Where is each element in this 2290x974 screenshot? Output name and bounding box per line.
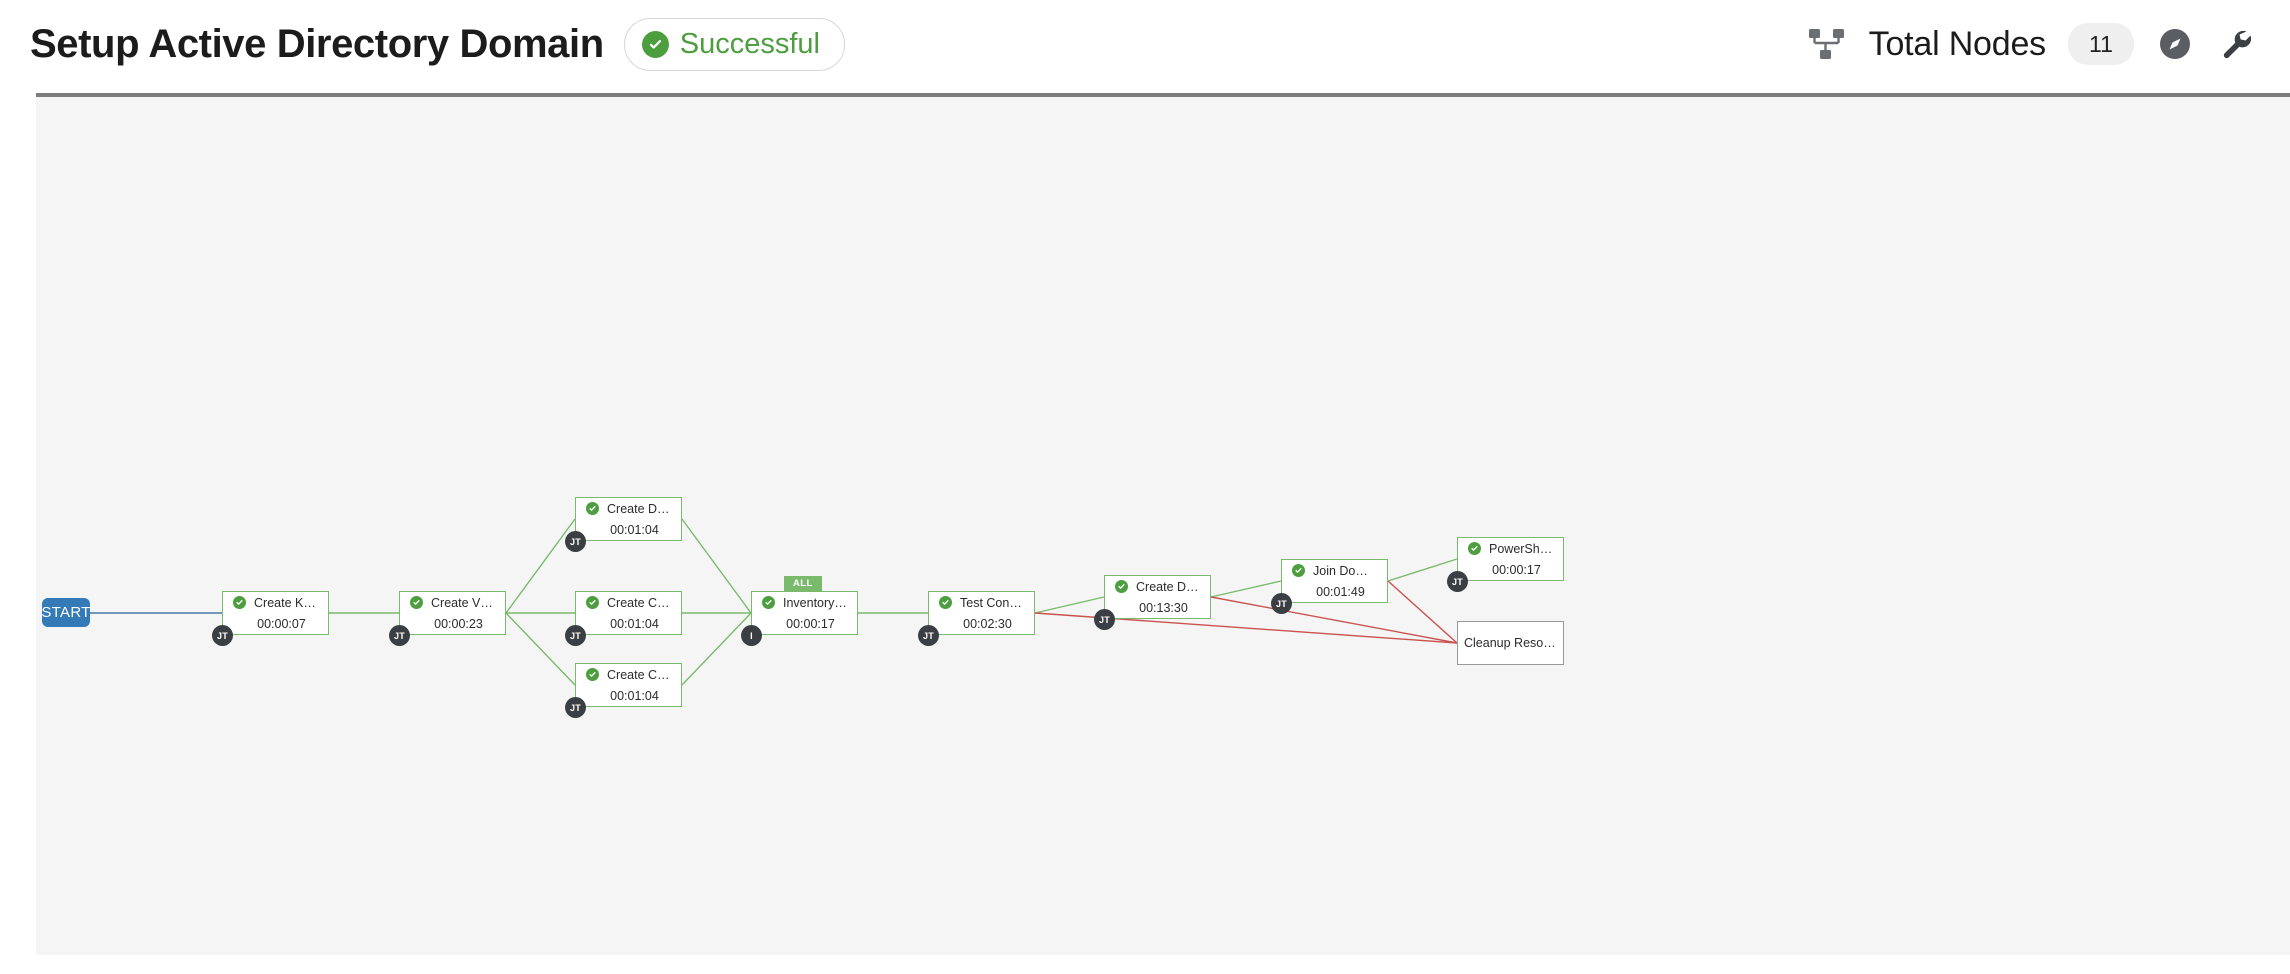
node-type-badge: JT: [565, 625, 586, 646]
node-header: Inventory Sync: [752, 596, 857, 610]
wrench-icon[interactable]: [2216, 24, 2256, 64]
node-create-computer-1[interactable]: Create Computer (1) 00:01:04 JT: [565, 591, 682, 646]
node-title: Create Domain Contr...: [607, 501, 671, 516]
node-type-badge: JT: [212, 625, 233, 646]
check-circle-icon: [586, 596, 599, 609]
node-title: Create Computer (2): [607, 667, 671, 682]
header-controls: Total Nodes 11: [1807, 23, 2256, 65]
node-create-computer-2[interactable]: Create Computer (2) 00:01:04 JT: [565, 663, 682, 718]
status-label: Successful: [679, 27, 820, 60]
node-type-badge: I: [741, 625, 762, 646]
node-elapsed: 00:01:04: [610, 522, 659, 537]
node-type-badge: JT: [1447, 571, 1468, 592]
node-header: Join Domain: [1282, 564, 1387, 578]
node-elapsed: 00:00:07: [257, 616, 306, 631]
check-circle-icon: [762, 596, 775, 609]
node-header: Create VPC: [400, 596, 505, 610]
node-title: Create Keypair: [254, 595, 318, 610]
node-title: Join Domain: [1313, 563, 1377, 578]
node-elapsed: 00:00:23: [434, 616, 483, 631]
page-header: Setup Active Directory Domain Successful…: [0, 0, 2290, 88]
check-circle-icon: [641, 30, 669, 58]
node-type-badge: JT: [565, 697, 586, 718]
total-nodes-label: Total Nodes: [1868, 24, 2047, 63]
start-node[interactable]: START: [41, 598, 91, 627]
node-create-keypair[interactable]: Create Keypair 00:00:07 JT: [212, 591, 329, 646]
node-header: Create Computer (1): [576, 596, 681, 610]
node-elapsed: 00:02:30: [963, 616, 1012, 631]
check-circle-icon: [1292, 564, 1305, 577]
convergence-label: ALL: [784, 576, 822, 592]
node-type-badge: JT: [1271, 593, 1292, 614]
node-elapsed: 00:13:30: [1139, 600, 1188, 615]
check-circle-icon: [410, 596, 423, 609]
total-nodes-count: 11: [2068, 23, 2134, 65]
node-powershell-validation[interactable]: PowerShell Validation 00:00:17 JT: [1447, 537, 1564, 592]
workflow-edges: [90, 518, 1458, 686]
edges-success: [329, 518, 1458, 686]
node-title: Create Domain: [1136, 579, 1200, 594]
node-elapsed: 00:01:49: [1316, 584, 1365, 599]
node-elapsed: 00:00:17: [786, 616, 835, 631]
node-title: Inventory Sync: [783, 595, 847, 610]
node-title: PowerShell Validation: [1489, 541, 1553, 556]
node-title: Cleanup Resources: [1464, 636, 1557, 650]
page-title: Setup Active Directory Domain: [30, 21, 604, 66]
node-create-vpc[interactable]: Create VPC 00:00:23 JT: [389, 591, 506, 646]
check-circle-icon: [1115, 580, 1128, 593]
node-header: Test Connectivity: [929, 596, 1034, 610]
node-inventory-sync[interactable]: ALL Inventory Sync 00:00:17 I: [741, 576, 858, 646]
node-header: Create Computer (2): [576, 668, 681, 682]
node-header: Cleanup Resources: [1458, 636, 1563, 650]
node-join-domain[interactable]: Join Domain 00:01:49 JT: [1271, 559, 1388, 614]
node-header: Create Domain: [1105, 580, 1210, 594]
node-title: Test Connectivity: [960, 595, 1024, 610]
status-badge: Successful: [623, 17, 845, 71]
node-type-badge: JT: [918, 625, 939, 646]
node-title: Create Computer (1): [607, 595, 671, 610]
check-circle-icon: [939, 596, 952, 609]
node-elapsed: 00:01:04: [610, 616, 659, 631]
workflow-canvas[interactable]: START Create Keypair 00:00:07 JT Create …: [36, 93, 2290, 955]
sitemap-icon: [1807, 27, 1847, 61]
check-circle-icon: [1468, 542, 1481, 555]
node-create-domain[interactable]: Create Domain 00:13:30 JT: [1094, 575, 1211, 630]
node-cleanup-resources[interactable]: Cleanup Resources: [1457, 621, 1564, 665]
check-circle-icon: [233, 596, 246, 609]
node-type-badge: JT: [1094, 609, 1115, 630]
title-group: Setup Active Directory Domain Successful: [30, 17, 845, 71]
node-elapsed: 00:00:17: [1492, 562, 1541, 577]
node-elapsed: 00:01:04: [610, 688, 659, 703]
start-label: START: [41, 604, 91, 621]
check-circle-icon: [586, 502, 599, 515]
node-type-badge: JT: [565, 531, 586, 552]
node-test-connectivity[interactable]: Test Connectivity 00:02:30 JT: [918, 591, 1035, 646]
compass-icon[interactable]: [2156, 25, 2194, 63]
node-header: Create Keypair: [223, 596, 328, 610]
node-create-domain-controller[interactable]: Create Domain Contr... 00:01:04 JT: [565, 497, 682, 552]
node-title: Create VPC: [431, 595, 495, 610]
node-type-badge: JT: [389, 625, 410, 646]
node-header: Create Domain Contr...: [576, 502, 681, 516]
node-header: PowerShell Validation: [1458, 542, 1563, 556]
check-circle-icon: [586, 668, 599, 681]
